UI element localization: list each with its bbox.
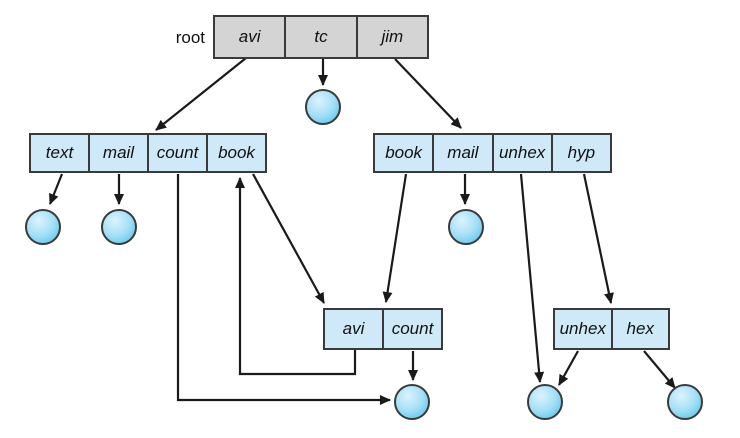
- edge-right-book-to-shared-dir: [382, 173, 408, 303]
- edge-lower-hex-to-file: [643, 350, 676, 389]
- directory-table-left: text mail count book: [29, 133, 267, 173]
- file-node-right-mail: [448, 209, 484, 245]
- file-node-hex: [667, 384, 703, 420]
- edge-lower-unhex-to-shared-file: [558, 350, 579, 386]
- dir-entry-shared-count: count: [382, 310, 441, 348]
- dir-entry-root-tc: tc: [284, 17, 355, 57]
- dir-entry-lower-unhex: unhex: [559, 319, 606, 338]
- edge-left-book-to-shared-dir: [252, 173, 325, 304]
- dir-entry-root-avi: avi: [238, 27, 261, 46]
- edge-root-avi-to-left-dir: [155, 57, 247, 131]
- file-node-text: [25, 209, 61, 245]
- dir-entry-left-mail: mail: [88, 135, 147, 171]
- dir-entry-root-jim: jim: [355, 17, 427, 57]
- directory-table-unhex-hex: unhex hex: [553, 308, 670, 350]
- dir-entry-lower-hex: hex: [610, 310, 669, 348]
- directory-table-shared-avi-count: avi count: [323, 308, 443, 350]
- edge-left-count-to-shared-file: [176, 174, 391, 405]
- edge-right-hyp-to-lower-dir: [582, 173, 614, 304]
- dir-entry-right-mail: mail: [432, 135, 491, 171]
- edge-right-unhex-to-shared-file: [519, 173, 545, 383]
- file-node-shared-unhex: [527, 384, 563, 420]
- directory-table-root: avi tc jim: [213, 15, 429, 59]
- root-label: root: [175, 28, 205, 47]
- edge-left-text-to-file: [48, 173, 64, 205]
- edge-shared-avi-loop-to-left-book: [235, 177, 357, 376]
- dir-entry-right-unhex: unhex: [491, 135, 551, 171]
- dir-entry-right-book: book: [385, 143, 423, 162]
- dir-entry-left-text: text: [45, 143, 74, 162]
- dir-entry-shared-avi: avi: [342, 319, 365, 338]
- edge-root-jim-to-right-dir: [394, 58, 462, 129]
- dir-entry-right-hyp: hyp: [550, 135, 610, 171]
- dir-entry-left-count: count: [147, 135, 206, 171]
- file-node-left-mail: [101, 209, 137, 245]
- file-node-tc: [305, 89, 341, 125]
- dir-entry-left-book: book: [206, 135, 265, 171]
- directory-table-right: book mail unhex hyp: [373, 133, 612, 173]
- file-node-shared-count: [394, 384, 430, 420]
